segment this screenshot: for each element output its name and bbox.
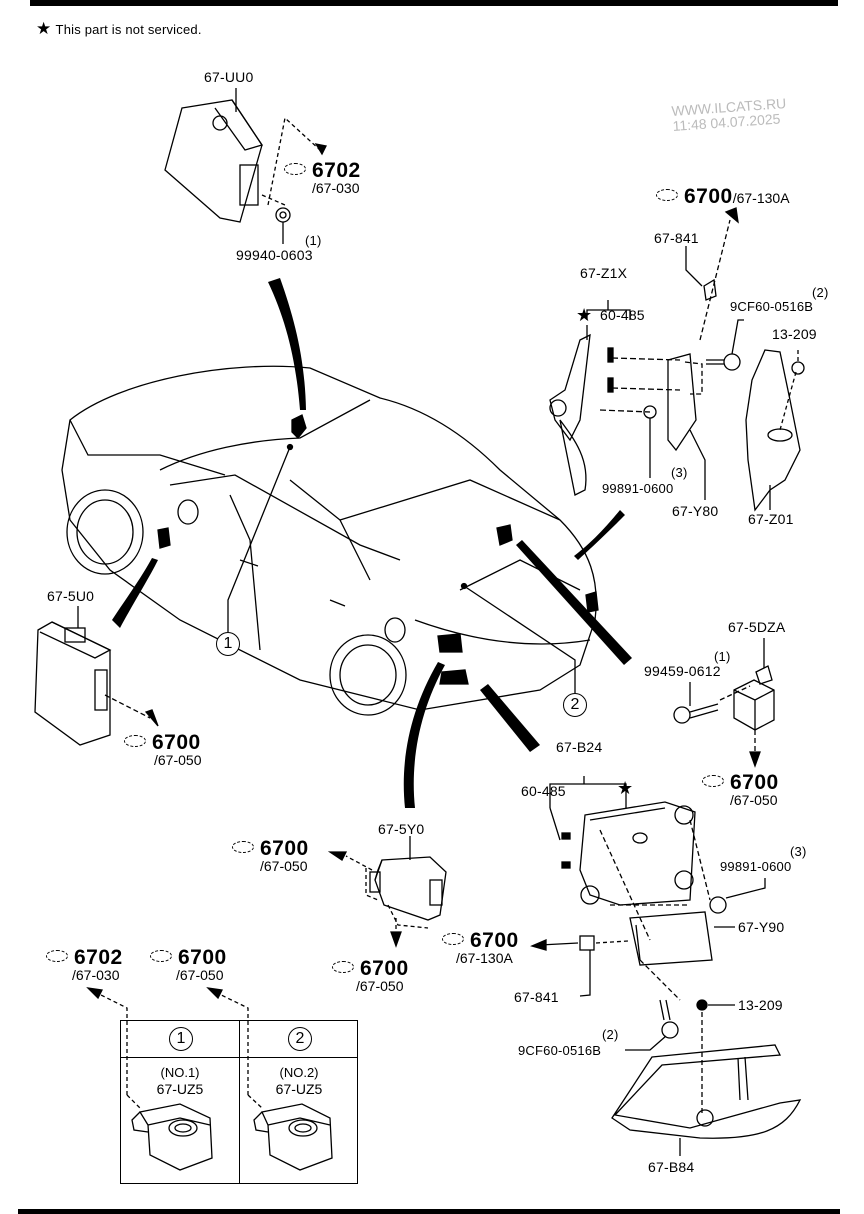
hand-pointer-icon bbox=[124, 735, 146, 747]
ref-sub: /67-130A bbox=[456, 950, 513, 966]
ref-sub: /67-030 bbox=[312, 180, 360, 196]
label-67-841-top[interactable]: 67-841 bbox=[654, 230, 699, 246]
ref-sub: /67-130A bbox=[732, 190, 790, 206]
star-icon: ★ bbox=[36, 19, 52, 38]
hand-pointer-icon bbox=[150, 950, 172, 962]
label-67-b84[interactable]: 67-B84 bbox=[648, 1159, 695, 1175]
ref-5dza[interactable]: 6700 /67-050 bbox=[702, 772, 779, 809]
ref-code: 6700 bbox=[152, 731, 201, 754]
label-60-485-top[interactable]: 60-485 bbox=[600, 307, 645, 323]
hand-pointer-icon bbox=[284, 163, 306, 175]
part-67-5u0 bbox=[34, 606, 159, 746]
callout-leaders bbox=[227, 446, 576, 693]
ref-code: 6700 bbox=[684, 185, 733, 208]
label-67-b24[interactable]: 67-B24 bbox=[556, 739, 603, 755]
ref-uz5-2[interactable]: 6700 /67-050 bbox=[150, 947, 227, 984]
ref-sub: /67-050 bbox=[356, 978, 404, 994]
label-13-209-top[interactable]: 13-209 bbox=[772, 326, 817, 342]
label-67-5y0[interactable]: 67-5Y0 bbox=[378, 821, 425, 837]
table-note-1: (NO.1) bbox=[160, 1065, 200, 1080]
table-part-2[interactable]: 67-UZ5 bbox=[275, 1081, 323, 1097]
ref-code: 6702 bbox=[312, 159, 361, 182]
ref-code: 6700 bbox=[360, 957, 409, 980]
part-67-z1x bbox=[549, 300, 805, 512]
table-marker-2: 2 bbox=[288, 1027, 312, 1051]
table-part-1[interactable]: 67-UZ5 bbox=[156, 1081, 204, 1097]
label-67-z1x[interactable]: 67-Z1X bbox=[580, 265, 628, 281]
label-67-841-bot[interactable]: 67-841 bbox=[514, 989, 559, 1005]
uz5-variant-table: 1 (NO.1) 67-UZ5 2 (NO.2) 67-UZ5 bbox=[120, 1020, 358, 1184]
label-99940-0603[interactable]: 99940-0603 bbox=[236, 247, 313, 263]
table-col-1: 1 (NO.1) 67-UZ5 bbox=[121, 1021, 239, 1183]
qty-99459: (1) bbox=[714, 649, 731, 664]
label-67-y90[interactable]: 67-Y90 bbox=[738, 919, 785, 935]
label-67-uu0[interactable]: 67-UU0 bbox=[204, 69, 254, 85]
hand-pointer-icon bbox=[46, 950, 68, 962]
car-illustration bbox=[61, 365, 599, 716]
hand-pointer-icon bbox=[232, 841, 254, 853]
label-99459-0612[interactable]: 99459-0612 bbox=[644, 663, 721, 679]
label-67-5dza[interactable]: 67-5DZA bbox=[728, 619, 786, 635]
star-icon: ★ bbox=[617, 778, 634, 798]
location-pointers bbox=[112, 278, 632, 808]
label-67-5u0[interactable]: 67-5U0 bbox=[47, 588, 95, 604]
legend-text: This part is not serviced. bbox=[55, 22, 202, 37]
uz5-sensor-2 bbox=[253, 1103, 333, 1171]
callout-2[interactable]: 2 bbox=[563, 693, 587, 717]
bottom-border bbox=[18, 1209, 840, 1214]
star-icon: ★ bbox=[576, 305, 593, 325]
part-67-841-top bbox=[685, 207, 739, 341]
label-60-485-bot[interactable]: 60-485 bbox=[521, 783, 566, 799]
hand-pointer-icon bbox=[656, 189, 678, 201]
ref-code: 6700 bbox=[470, 929, 519, 952]
ref-uz5-1[interactable]: 6702 /67-030 bbox=[46, 947, 123, 984]
ref-code: 6700 bbox=[730, 771, 779, 794]
table-note-2: (NO.2) bbox=[279, 1065, 319, 1080]
ref-sub: /67-050 bbox=[154, 752, 202, 768]
part-67-b24 bbox=[530, 776, 802, 1156]
ref-code: 6702 bbox=[74, 946, 123, 969]
uz5-sensor-1 bbox=[131, 1103, 213, 1171]
part-67-5dza bbox=[673, 638, 775, 768]
ref-sub: /67-050 bbox=[176, 967, 224, 983]
ref-sub: /67-050 bbox=[730, 792, 778, 808]
hand-pointer-icon bbox=[332, 961, 354, 973]
hand-pointer-icon bbox=[442, 933, 464, 945]
ref-code: 6700 bbox=[178, 946, 227, 969]
label-99891-0600-top[interactable]: 99891-0600 bbox=[602, 481, 674, 496]
ref-5y0-left[interactable]: 6700 /67-050 bbox=[232, 838, 309, 875]
table-marker-1: 1 bbox=[169, 1027, 193, 1051]
ref-top-841[interactable]: 6700/67-130A bbox=[656, 186, 790, 207]
qty-9cf60-top: (2) bbox=[812, 285, 829, 300]
ref-bot-841[interactable]: 6700 /67-130A bbox=[442, 930, 519, 967]
qty-99891-top: (3) bbox=[671, 465, 688, 480]
top-border bbox=[30, 0, 838, 6]
label-13-209-bot[interactable]: 13-209 bbox=[738, 997, 783, 1013]
label-9cf60-0516b-bot[interactable]: 9CF60-0516B bbox=[518, 1043, 602, 1058]
legend: ★ This part is not serviced. bbox=[36, 19, 202, 38]
ref-5y0-bottom[interactable]: 6700 /67-050 bbox=[332, 958, 409, 995]
label-67-y80[interactable]: 67-Y80 bbox=[672, 503, 719, 519]
ref-uu0[interactable]: 6702 /67-030 bbox=[284, 160, 361, 197]
part-67-uu0 bbox=[164, 88, 327, 244]
qty-99940: (1) bbox=[305, 233, 322, 248]
label-67-z01[interactable]: 67-Z01 bbox=[748, 511, 794, 527]
qty-99891-bot: (3) bbox=[790, 844, 807, 859]
ref-sub: /67-030 bbox=[72, 967, 120, 983]
table-col-2: 2 (NO.2) 67-UZ5 bbox=[239, 1021, 358, 1183]
hand-pointer-icon bbox=[702, 775, 724, 787]
part-67-5y0 bbox=[327, 836, 447, 948]
ref-sub: /67-050 bbox=[260, 858, 308, 874]
ref-code: 6700 bbox=[260, 837, 309, 860]
ref-5u0[interactable]: 6700 /67-050 bbox=[124, 732, 201, 769]
callout-1[interactable]: 1 bbox=[216, 632, 240, 656]
qty-9cf60-bot: (2) bbox=[602, 1027, 619, 1042]
label-9cf60-0516b-top[interactable]: 9CF60-0516B bbox=[730, 299, 814, 314]
label-99891-0600-bot[interactable]: 99891-0600 bbox=[720, 859, 792, 874]
uz5-ref-arrows bbox=[86, 987, 263, 1109]
